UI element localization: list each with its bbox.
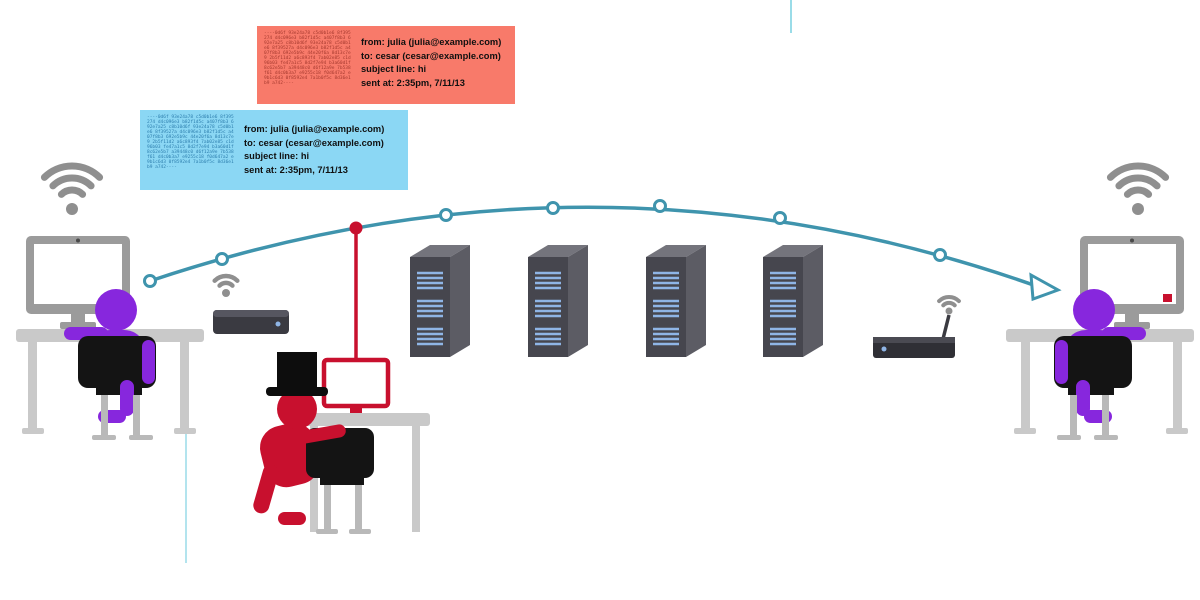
message-route <box>143 199 1062 302</box>
attacker-chair <box>306 428 374 534</box>
server-tower <box>761 243 825 359</box>
attacker-head <box>277 389 317 429</box>
router-left <box>212 273 289 334</box>
email-from-line: from: julia (julia@example.com) <box>361 37 502 47</box>
attacker-monitor <box>321 357 391 409</box>
original-raw-text: ----0d6f 93e24a78 c5d0b1e6 8f395274 d4c0… <box>147 115 234 170</box>
route-node <box>143 274 157 288</box>
router-led <box>881 346 887 352</box>
route-arc <box>149 205 1043 290</box>
route-node <box>439 208 453 222</box>
route-node <box>653 199 667 213</box>
tap-node <box>349 221 363 235</box>
original-email-fields: from: julia (julia@example.com) to: cesa… <box>240 110 390 190</box>
top-hat-icon <box>266 352 328 396</box>
email-sent-line: sent at: 2:35pm, 7/11/13 <box>361 77 465 88</box>
email-subject-line: subject line: hi <box>244 151 310 161</box>
sender-workstation <box>16 166 204 440</box>
email-to-line: to: cesar (cesar@example.com) <box>244 137 384 148</box>
route-node <box>933 248 947 262</box>
attacker-leg <box>253 464 279 514</box>
attacker-desk <box>298 413 430 532</box>
route-node <box>546 201 560 215</box>
chair-leg <box>324 485 331 531</box>
intercepted-email-fields: from: julia (julia@example.com) to: cesa… <box>357 26 507 104</box>
route-node <box>215 252 229 266</box>
email-from-line: from: julia (julia@example.com) <box>244 124 385 134</box>
attacker-workstation <box>253 352 430 534</box>
wifi-signal-icon <box>212 273 240 288</box>
email-sent-line: sent at: 2:35pm, 7/11/13 <box>244 164 348 175</box>
chair-leg <box>355 485 362 531</box>
server-tower <box>408 243 472 359</box>
desk-leg <box>412 426 420 532</box>
email-subject-line: subject line: hi <box>361 64 427 74</box>
route-nodes <box>143 199 947 288</box>
router-right <box>873 295 961 358</box>
receiver-workstation <box>1006 166 1194 440</box>
antenna <box>941 314 951 340</box>
route-arrowhead-icon <box>1029 272 1062 302</box>
email-to-line: to: cesar (cesar@example.com) <box>361 50 501 61</box>
screen-alert-dot <box>1163 294 1172 302</box>
chair-back <box>306 428 374 478</box>
server-tower <box>644 243 708 359</box>
intercepted-email-card: ----0d6f 93e24a78 c5d0b1e6 8f395274 d4c0… <box>257 26 515 104</box>
wifi-signal-icon <box>937 295 961 308</box>
interception-tap <box>349 221 363 362</box>
attacker-foot <box>278 512 306 525</box>
intercepted-raw-text: ----0d6f 93e24a78 c5d0b1e6 8f395274 d4c0… <box>264 31 351 86</box>
route-node <box>773 211 787 225</box>
server-tower <box>526 243 590 359</box>
router-led <box>275 321 281 327</box>
original-email-card: ----0d6f 93e24a78 c5d0b1e6 8f395274 d4c0… <box>140 110 408 190</box>
desk-leg <box>310 426 318 532</box>
attacker-arm <box>292 424 346 445</box>
